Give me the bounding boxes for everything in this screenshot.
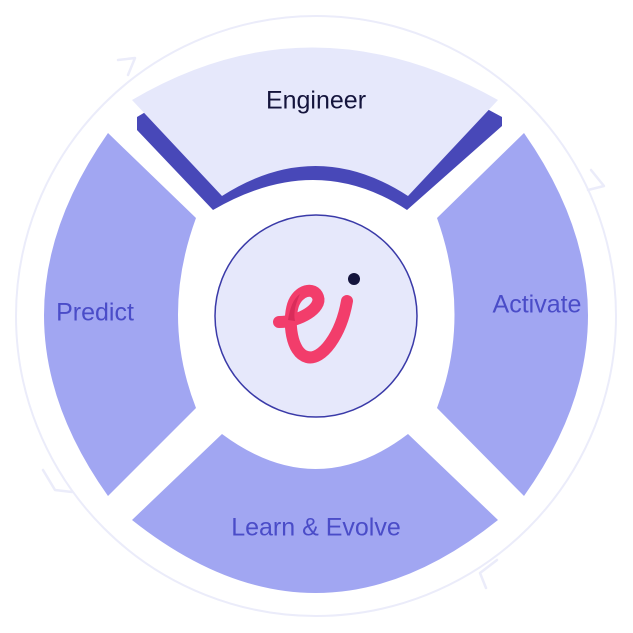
segment-learn-evolve[interactable]: Learn & Evolve xyxy=(132,434,498,593)
cycle-arrow-icon xyxy=(41,468,74,494)
ei-logo-icon xyxy=(273,273,360,364)
segment-activate-face xyxy=(437,133,588,496)
segment-engineer-face xyxy=(132,47,498,196)
segment-learn-evolve-face xyxy=(132,434,498,593)
segment-predict-label: Predict xyxy=(56,299,134,327)
segment-engineer-label: Engineer xyxy=(266,87,366,115)
cycle-arrow-icon xyxy=(478,558,499,590)
segment-learn-evolve-label: Learn & Evolve xyxy=(231,514,401,542)
outer-cycle-ring xyxy=(15,15,617,617)
segment-engineer[interactable]: Engineer xyxy=(132,47,502,211)
segment-activate[interactable]: Activate xyxy=(437,133,588,496)
segment-predict-face xyxy=(44,133,196,496)
center-hub-circle xyxy=(214,214,418,418)
cycle-arrow-icon xyxy=(586,168,606,192)
segment-activate-label: Activate xyxy=(493,291,582,319)
logo-overlap-shade xyxy=(288,294,300,321)
cycle-ring xyxy=(15,15,617,617)
center-hub xyxy=(214,214,418,418)
cycle-arrow-icon xyxy=(116,56,137,77)
segment-predict[interactable]: Predict xyxy=(44,133,196,496)
logo-dot xyxy=(348,273,360,285)
